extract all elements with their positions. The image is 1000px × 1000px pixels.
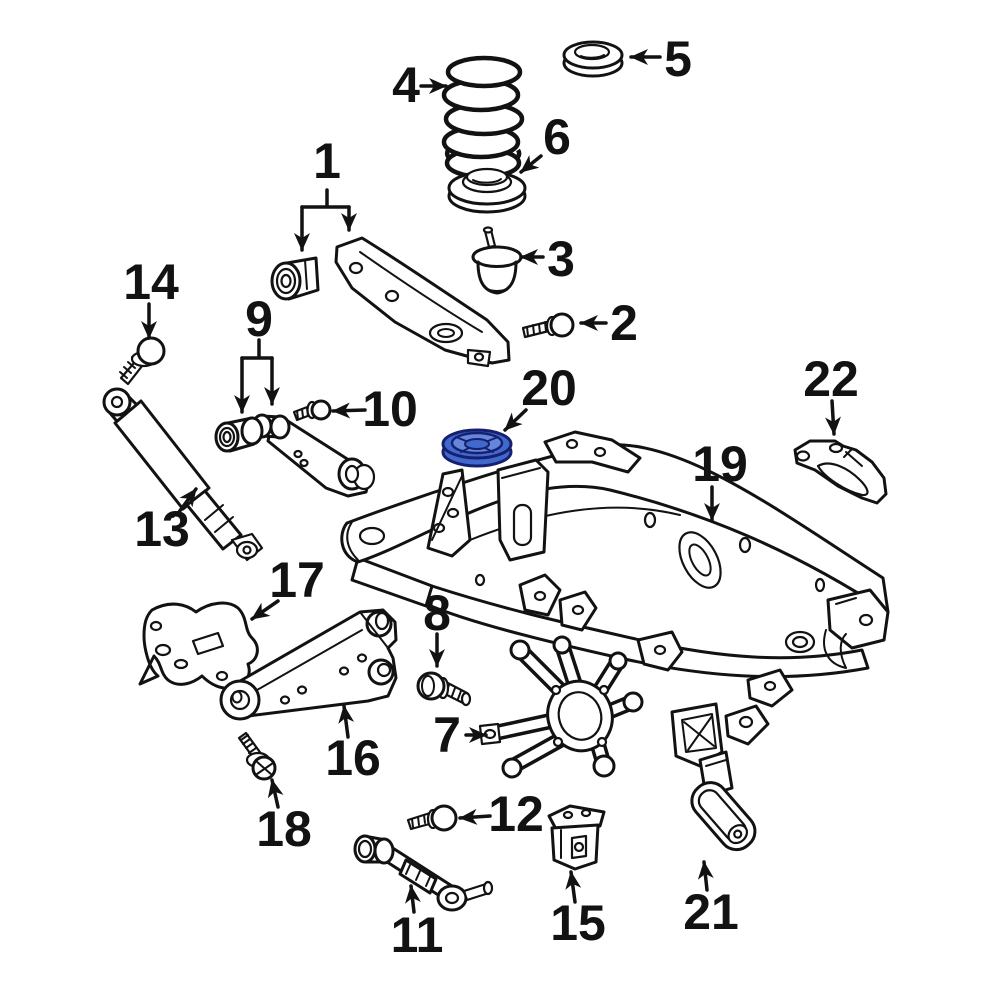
- callout-13-number: 13: [134, 501, 190, 557]
- coil-spring-drawing: [441, 55, 525, 180]
- callout-3-number: 3: [547, 231, 575, 287]
- callout-16-number: 16: [325, 730, 381, 786]
- callout-11-arrow: [405, 884, 421, 914]
- callout-18-number: 18: [256, 801, 312, 857]
- mount-bracket-drawing: [547, 804, 606, 871]
- bolt-2-drawing: [521, 312, 575, 339]
- callout-1-number: 1: [313, 133, 341, 189]
- bolt-8-drawing: [416, 671, 472, 707]
- bushings-link-drawing: [214, 413, 376, 498]
- callout-10-number: 10: [362, 381, 418, 437]
- callout-12-number: 12: [488, 786, 544, 842]
- callout-17-arrow: [250, 599, 280, 621]
- callout-9-leader: [240, 338, 274, 360]
- callout-7-number: 7: [433, 707, 461, 763]
- callout-21-arrow: [697, 860, 714, 892]
- callout-9-number: 9: [245, 291, 273, 347]
- trailing-arm-drawing: [219, 608, 398, 721]
- bolt-10-drawing: [292, 399, 332, 422]
- callout-12-arrow: [458, 808, 492, 825]
- bolt-18-drawing: [237, 731, 277, 781]
- callout-16-arrow: [338, 704, 355, 739]
- callout-22-number: 22: [803, 351, 859, 407]
- upper-control-arm-drawing: [270, 236, 511, 368]
- callout-15-arrow: [565, 870, 582, 904]
- callout-5-number: 5: [664, 31, 692, 87]
- stay-bracket-drawing: [793, 439, 888, 505]
- callout-leaders: [141, 49, 841, 914]
- brace-plate-drawing: [138, 601, 259, 690]
- callout-20-number: 20: [521, 360, 577, 416]
- highlighted-cushion-drawing: [441, 428, 513, 468]
- adjustable-link-drawing: [353, 834, 494, 912]
- bolt-14-drawing: [119, 336, 166, 386]
- spring-lower-insulator-drawing: [447, 167, 527, 214]
- callout-20-arrow: [503, 408, 528, 432]
- callout-10-arrow: [331, 402, 367, 419]
- callout-17-number: 17: [269, 552, 325, 608]
- callout-19-number: 19: [692, 436, 748, 492]
- spring-upper-insulator-drawing: [562, 40, 624, 78]
- callout-15-number: 15: [550, 895, 606, 951]
- shock-absorber-drawing: [102, 387, 264, 562]
- callout-numbers: 1 2 3 4 5 6 7 8 9 10 11 12 13 14 15 16 1…: [123, 31, 859, 963]
- knuckle-drawing: [478, 635, 644, 779]
- callout-4-number: 4: [392, 57, 420, 113]
- callout-14-number: 14: [123, 254, 179, 310]
- callout-2-number: 2: [610, 295, 638, 351]
- crossmember-drawing: [340, 430, 890, 798]
- callout-18-arrow: [267, 778, 284, 809]
- callout-13-arrow: [177, 487, 198, 514]
- callout-6-number: 6: [543, 109, 571, 165]
- callout-6-arrow: [519, 154, 543, 174]
- callout-1-leader: [300, 188, 351, 209]
- bolt-12-drawing: [406, 804, 458, 832]
- cover-bracket-drawing: [690, 781, 757, 852]
- callout-21-number: 21: [683, 884, 739, 940]
- callout-22-arrow: [824, 399, 841, 436]
- callout-11-number: 11: [391, 907, 444, 963]
- jounce-bumper-drawing: [471, 226, 523, 295]
- callout-8-number: 8: [423, 585, 451, 641]
